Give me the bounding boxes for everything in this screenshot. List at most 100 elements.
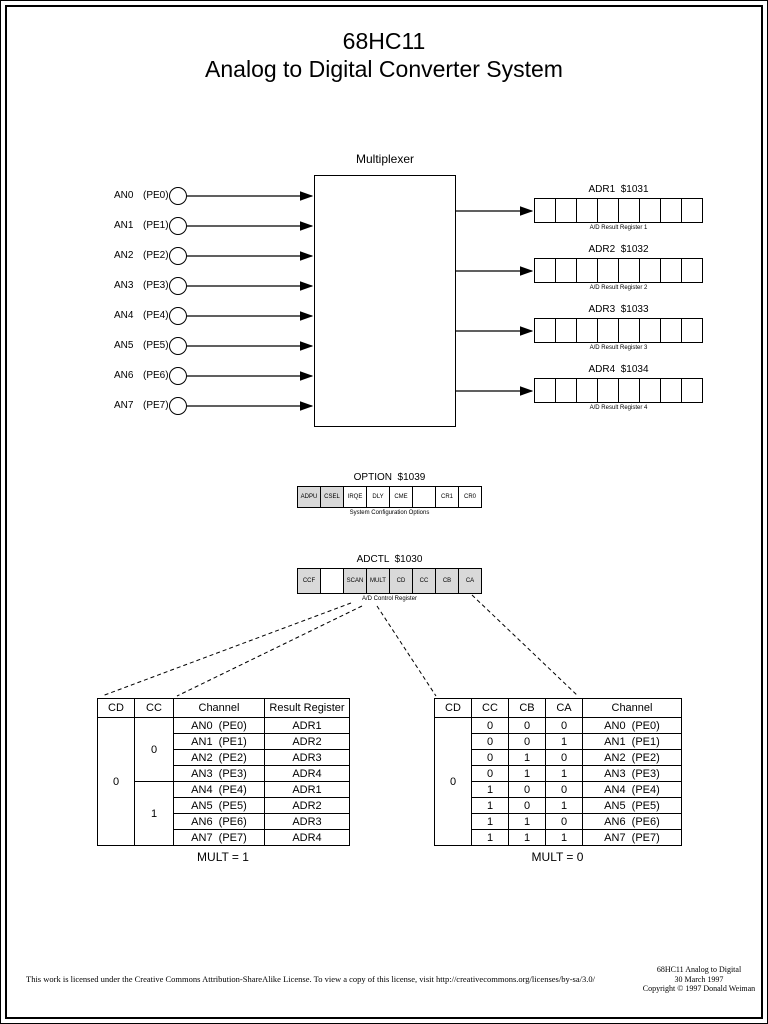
table-row: AN7 (PE7) ADR4 — [98, 829, 350, 846]
cc-value-cell: 1 — [471, 813, 509, 830]
input-row: AN5(PE5) — [114, 339, 169, 353]
mult0-header-channel: Channel — [582, 698, 682, 718]
cb-value-cell: 0 — [508, 781, 546, 798]
footer-copyright: Copyright © 1997 Donald Weiman — [642, 984, 756, 993]
adctl-register-caption: A/D Control Register — [361, 596, 418, 602]
channel-cell: AN6 (PE6) — [582, 813, 682, 830]
table-row: 1 AN4 (PE4) ADR1 — [98, 781, 350, 846]
table-row: 0 0 0 0 AN0 (PE0) — [434, 717, 682, 846]
input-terminal-circle — [169, 397, 187, 415]
channel-cell: AN2 (PE2) — [173, 749, 265, 766]
channel-cell: AN0 (PE0) — [173, 717, 265, 734]
cb-value-cell: 1 — [508, 765, 546, 782]
register-caption: A/D Result Register 2 — [589, 285, 648, 291]
mult0-header-ca: CA — [545, 698, 583, 718]
result-register-cell: ADR2 — [264, 733, 350, 750]
register-cells — [534, 198, 703, 223]
option-bit-csel: CSEL — [320, 487, 343, 507]
result-register-block-adr4: ADR4 $1034 A/D Result Register 4 — [534, 364, 703, 412]
result-register-cell: ADR4 — [264, 829, 350, 846]
mult0-header-cc: CC — [471, 698, 509, 718]
input-name-label: AN3 — [114, 280, 134, 291]
register-bit-cell — [555, 199, 576, 222]
input-pin-label: (PE6) — [143, 370, 169, 381]
input-name-label: AN7 — [114, 400, 134, 411]
register-bit-cell — [618, 319, 639, 342]
channel-cell: AN1 (PE1) — [173, 733, 265, 750]
input-row: AN2(PE2) — [114, 249, 169, 263]
register-title: ADR4 $1034 — [588, 364, 649, 375]
register-bit-cell — [639, 319, 660, 342]
register-title: ADR2 $1032 — [588, 244, 649, 255]
cd-value-cell: 0 — [434, 717, 472, 846]
cc-value-cell: 0 — [134, 717, 174, 782]
input-pin-label: (PE7) — [143, 400, 169, 411]
register-bit-cell — [535, 199, 555, 222]
ca-value-cell: 0 — [545, 717, 583, 734]
cb-value-cell: 0 — [508, 717, 546, 734]
channel-cell: AN4 (PE4) — [173, 781, 265, 798]
register-caption: A/D Result Register 4 — [589, 405, 648, 411]
mult0-caption: MULT = 0 — [531, 850, 584, 864]
table-row: 0 1 0 AN2 (PE2) — [435, 749, 682, 766]
input-terminal-circle — [169, 367, 187, 385]
multiplexer-label: Multiplexer — [355, 152, 415, 166]
register-cells — [534, 378, 703, 403]
register-bit-cell — [660, 379, 681, 402]
ca-value-cell: 1 — [545, 765, 583, 782]
input-terminal-circle — [169, 217, 187, 235]
input-name-label: AN5 — [114, 340, 134, 351]
input-name-label: AN1 — [114, 220, 134, 231]
input-row: AN4(PE4) — [114, 309, 169, 323]
input-row: AN3(PE3) — [114, 279, 169, 293]
register-bit-cell — [639, 259, 660, 282]
adctl-register-title: ADCTL $1030 — [356, 554, 423, 565]
register-bit-cell — [597, 199, 618, 222]
mult0-header-cb: CB — [508, 698, 546, 718]
adctl-bit-mult: MULT — [366, 569, 389, 593]
cb-value-cell: 0 — [508, 733, 546, 750]
register-bit-cell — [639, 379, 660, 402]
cc-value-cell: 0 — [471, 717, 509, 734]
mult1-caption: MULT = 1 — [197, 850, 249, 864]
option-register-block: OPTION $1039 ADPU CSEL IRQE DLY CME CR1 … — [297, 472, 482, 517]
cc-value-cell: 1 — [471, 781, 509, 798]
register-bit-cell — [597, 259, 618, 282]
input-name-label: AN0 — [114, 190, 134, 201]
result-register-block-adr3: ADR3 $1033 A/D Result Register 3 — [534, 304, 703, 352]
input-row: AN7 (PE7) — [114, 399, 169, 413]
channel-cell: AN5 (PE5) — [582, 797, 682, 814]
register-bit-cell — [681, 259, 702, 282]
input-row: AN6(PE6) — [114, 369, 169, 383]
cb-value-cell: 1 — [508, 749, 546, 766]
option-register-title: OPTION $1039 — [353, 472, 426, 483]
input-pin-label: (PE2) — [143, 250, 169, 261]
channel-cell: AN7 (PE7) — [173, 829, 265, 846]
option-bit-irqe: IRQE — [343, 487, 366, 507]
input-terminal-circle — [169, 187, 187, 205]
result-register-cell: ADR1 — [264, 781, 350, 798]
adctl-bit-cb: CB — [435, 569, 458, 593]
table-row: AN5 (PE5) ADR2 — [98, 797, 350, 814]
result-register-cell: ADR1 — [264, 717, 350, 734]
ca-value-cell: 1 — [545, 829, 583, 846]
register-bit-cell — [576, 259, 597, 282]
option-bit-cr0: CR0 — [458, 487, 481, 507]
page-title-line1: 68HC11 — [342, 28, 426, 54]
input-terminal-circle — [169, 307, 187, 325]
mult1-header-channel: Channel — [173, 698, 265, 718]
footer-doc-date: 30 March 1997 — [674, 974, 724, 984]
cd-value-cell: 0 — [97, 717, 135, 846]
register-bit-cell — [535, 379, 555, 402]
option-register-caption: System Configuration Options — [349, 510, 430, 516]
option-bit-blank — [412, 487, 435, 507]
register-bit-cell — [597, 319, 618, 342]
register-caption: A/D Result Register 1 — [589, 225, 648, 231]
register-bit-cell — [618, 259, 639, 282]
cc-value-cell: 0 — [471, 749, 509, 766]
footer-doc-title: 68HC11 Analog to Digital — [656, 965, 742, 974]
register-bit-cell — [555, 259, 576, 282]
ca-value-cell: 0 — [545, 749, 583, 766]
mult1-header-result: Result Register — [264, 698, 350, 718]
